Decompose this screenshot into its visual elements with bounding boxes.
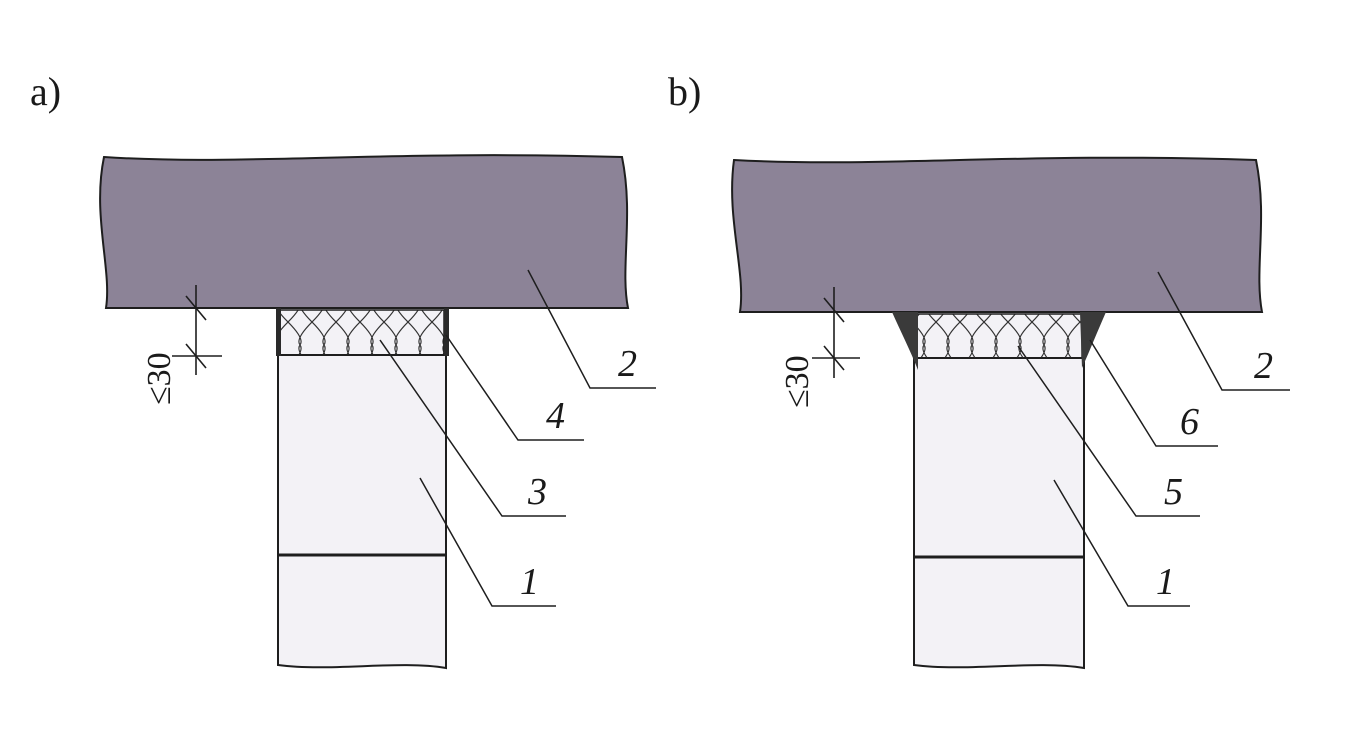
panel-a-callout-wall: 1 [520, 561, 539, 603]
panel-b-callout-slab: 2 [1254, 345, 1273, 387]
panel-b-insulation [915, 313, 1083, 359]
panel-a-callout-slab: 2 [618, 343, 637, 385]
panel-a-callout-insulation: 3 [527, 471, 547, 513]
panel-b-leaders [1017, 271, 1290, 607]
panel-b-wall [913, 311, 1085, 670]
panel-a-callout-edge: 4 [546, 395, 565, 437]
panel-b-slab [731, 156, 1264, 313]
panel-b-callout-insulation: 5 [1164, 471, 1183, 513]
panel-b-callout-wall: 1 [1156, 561, 1175, 603]
panel-a-label: a) [30, 69, 61, 114]
panel-a-insulation [279, 309, 445, 356]
panel-a-slab [99, 154, 630, 309]
panel-a-dimension [172, 285, 222, 375]
panel-a-edge-strip-right [444, 308, 449, 356]
panel-b-callout-edge: 6 [1180, 401, 1199, 443]
panel-a-dimension-label: ≤30 [141, 352, 178, 405]
panel-a-leaders [379, 269, 656, 607]
panel-b-dimension-label: ≤30 [779, 355, 816, 408]
panel-b: b) ≤30 2 6 5 1 [668, 69, 1290, 670]
panel-a: a) ≤30 2 4 3 1 [30, 69, 656, 670]
panel-b-sealant-right [1080, 312, 1106, 368]
panel-b-dimension [812, 287, 860, 378]
panel-b-label: b) [668, 69, 701, 114]
panel-a-wall [277, 307, 447, 670]
panel-a-edge-strip-left [276, 308, 281, 356]
panel-b-sealant-left [892, 312, 918, 370]
